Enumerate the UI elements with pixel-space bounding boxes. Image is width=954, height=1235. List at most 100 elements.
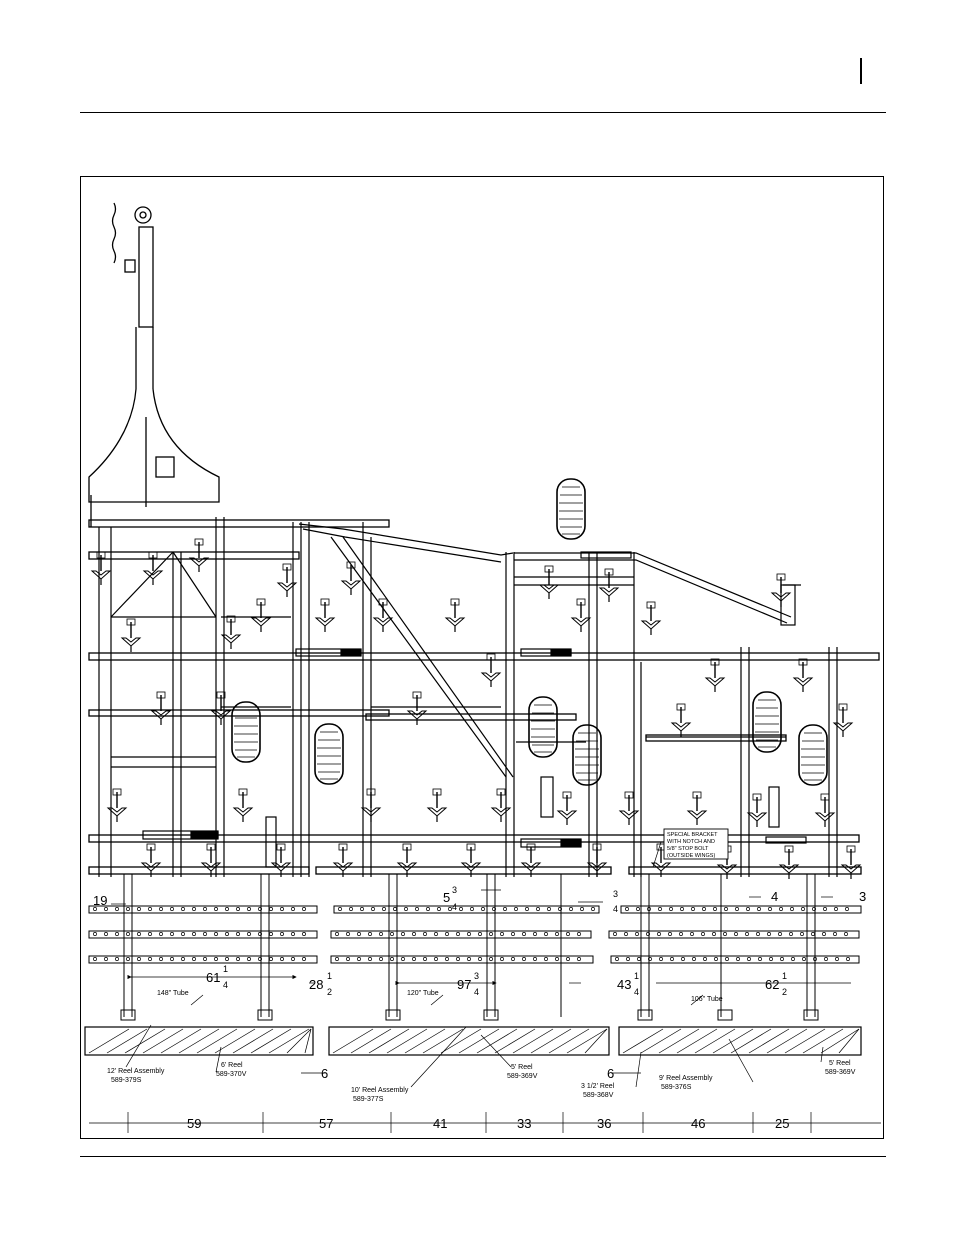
reel-body (618, 1026, 862, 1056)
tine-dot (511, 957, 515, 961)
tine-dot (280, 957, 284, 961)
reel-bar (658, 1028, 700, 1054)
reel-bar (304, 1028, 312, 1054)
reel-bar (106, 1028, 148, 1054)
tine-dot (544, 932, 548, 936)
dim-61-den: 4 (223, 980, 228, 990)
harrow-tine-bars (88, 905, 862, 964)
tine-dot (680, 907, 684, 911)
tine-dot (489, 932, 493, 936)
tine-dot (544, 957, 548, 961)
tine-dot (379, 932, 383, 936)
label-5-reel-a-line2: 589-369V (507, 1073, 538, 1080)
reel-bar (766, 1028, 808, 1054)
reel-bar (548, 1028, 590, 1054)
tine-dot (735, 907, 739, 911)
bottom-dim-46: 46 (691, 1116, 705, 1131)
tine-dot (846, 957, 850, 961)
bottom-dim-41: 41 (433, 1116, 447, 1131)
tine-dot (681, 957, 685, 961)
label-5-reel-b-line2: 589-369V (825, 1069, 856, 1076)
bracket-callout-line4: (OUTSIDE WINGS) (667, 853, 715, 859)
tine-dot (247, 932, 251, 936)
tine-dot (115, 957, 119, 961)
tine-dot (801, 907, 805, 911)
tine-dot (845, 907, 849, 911)
dim-97-num: 3 (474, 971, 479, 981)
tine-dot (489, 957, 493, 961)
tine-dot (637, 957, 641, 961)
tine-dot (769, 957, 773, 961)
label-9-reel-line1: 9' Reel Assembly (659, 1075, 713, 1082)
tine-dot (335, 932, 339, 936)
bottom-dim-25: 25 (775, 1116, 789, 1131)
label-3-5-reel-line1: 3 1/2' Reel (581, 1083, 615, 1090)
tine-dot (522, 957, 526, 961)
tine-dot (412, 957, 416, 961)
dim-3: 3 (859, 889, 866, 904)
tine-dot (247, 907, 251, 911)
tine-dot (844, 932, 848, 936)
reel-body (328, 1026, 610, 1056)
tine-dot (780, 957, 784, 961)
tine-dot (236, 957, 240, 961)
tine-dot (613, 932, 617, 936)
dimension-ticks (127, 1112, 812, 1133)
tine-dot (423, 932, 427, 936)
frame-horizontal-tubes (88, 519, 880, 875)
tine-dot (834, 907, 838, 911)
tine-dot (170, 932, 174, 936)
tine-dot (203, 932, 207, 936)
tine-dot (555, 932, 559, 936)
tine-dot (115, 907, 119, 911)
label-5-reel-b-line1: 5' Reel (829, 1060, 851, 1067)
tine-dot (126, 932, 130, 936)
dim-6-left: 6 (321, 1066, 328, 1081)
tine-dot (778, 932, 782, 936)
tine-dot (225, 907, 229, 911)
reel-bar (820, 1028, 860, 1054)
reel-bar (268, 1028, 310, 1054)
tine-dot (456, 957, 460, 961)
tine-dot (701, 932, 705, 936)
tine-dot (835, 957, 839, 961)
tine-dot (148, 957, 152, 961)
harrow-tine-dots (93, 907, 850, 961)
tine-dot (357, 932, 361, 936)
tine-dot (192, 932, 196, 936)
tine-dot (401, 932, 405, 936)
special-bracket-callout-box (663, 828, 729, 860)
tine-dot (703, 957, 707, 961)
tine-dot (104, 932, 108, 936)
reel-bar (232, 1028, 274, 1054)
dim-61-whole: 61 (206, 970, 220, 985)
tine-dot (390, 932, 394, 936)
reel-bar (214, 1028, 256, 1054)
tine-dot (192, 907, 196, 911)
tine-dot (522, 932, 526, 936)
reel-bar (476, 1028, 518, 1054)
tine-dot (833, 932, 837, 936)
wing-frame-braces (110, 523, 801, 778)
tine-dot (181, 907, 185, 911)
tine-dot (702, 907, 706, 911)
tine-dot (500, 932, 504, 936)
dim-5-3-4-num: 3 (452, 885, 457, 895)
tine-dot (626, 957, 630, 961)
tine-dot (159, 907, 163, 911)
tine-dot (767, 932, 771, 936)
tine-dot (104, 957, 108, 961)
reel-bar (694, 1028, 736, 1054)
tine-dot (500, 957, 504, 961)
bracket-callout-line3: 5/8" STOP BOLT (667, 846, 709, 852)
bracket-callout-line1: SPECIAL BRACKET (667, 832, 718, 838)
tine-dot (181, 957, 185, 961)
dim-5-3-4-den: 4 (452, 902, 457, 912)
tine-dot (225, 957, 229, 961)
tine-dot (823, 907, 827, 911)
tine-dot (404, 907, 408, 911)
tine-dot (757, 907, 761, 911)
tine-dot (126, 907, 130, 911)
tine-dot (148, 932, 152, 936)
tine-dot (426, 907, 430, 911)
